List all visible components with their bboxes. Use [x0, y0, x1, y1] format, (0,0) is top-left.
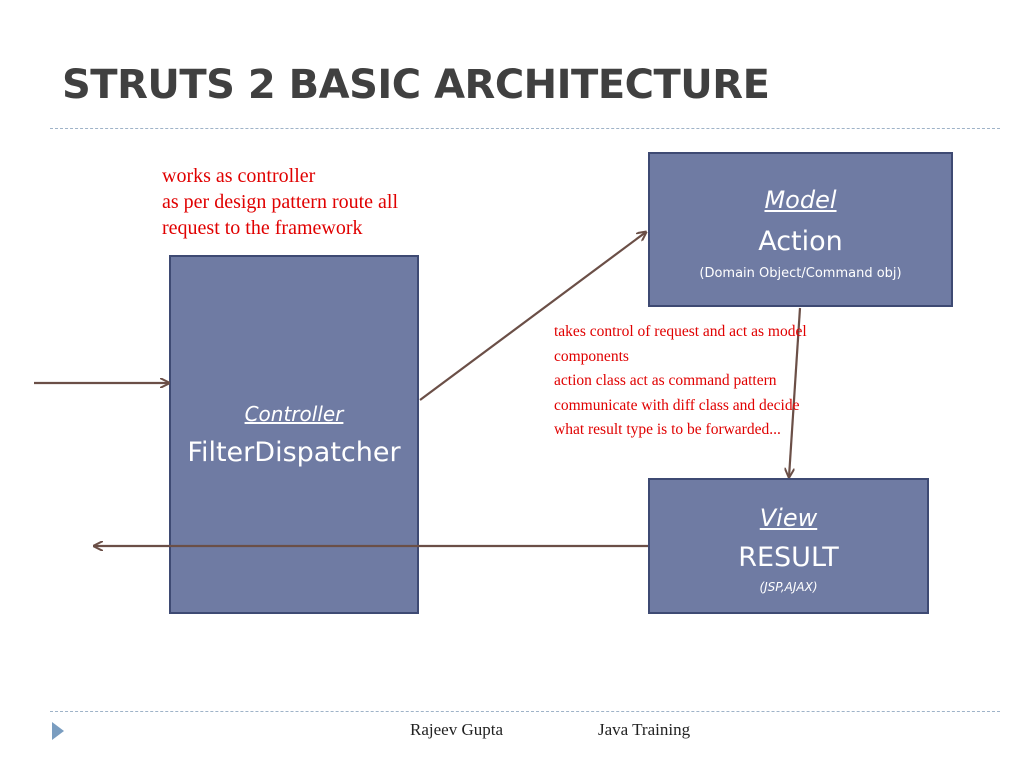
view-role-label: View: [759, 504, 818, 532]
model-role-label: Model: [764, 186, 837, 214]
model-to-view-arrow: [789, 307, 802, 477]
action-note: takes control of request and act as mode…: [554, 320, 807, 443]
action-note-line: takes control of request and act as mode…: [554, 323, 807, 340]
action-note-line: action class act as command pattern: [554, 372, 777, 389]
triangle-bullet-icon: [52, 722, 64, 740]
view-name-label: RESULT: [738, 542, 839, 573]
slide-title: STRUTS 2 BASIC ARCHITECTURE: [62, 62, 770, 108]
view-sub-label: (JSP,AJAX): [759, 580, 818, 594]
controller-role-label: Controller: [244, 402, 344, 426]
controller-note-line: works as controller: [162, 165, 316, 187]
model-name-label: Action: [758, 226, 843, 257]
footer-divider: [50, 711, 1000, 712]
action-note-line: what result type is to be forwarded...: [554, 421, 781, 438]
footer-course: Java Training: [598, 720, 691, 739]
footer-author: Rajeev Gupta: [410, 720, 503, 739]
controller-name-label: FilterDispatcher: [187, 437, 401, 468]
action-note-line: components: [554, 347, 629, 365]
controller-note-line: as per design pattern route all: [162, 191, 399, 213]
title-divider: [50, 128, 1000, 129]
controller-note-line: request to the framework: [162, 217, 363, 239]
action-note-line: communicate with diff class and decide: [554, 396, 800, 414]
model-box: Model Action (Domain Object/Command obj): [648, 152, 953, 307]
controller-box: Controller FilterDispatcher: [169, 255, 419, 614]
model-sub-label: (Domain Object/Command obj): [699, 266, 902, 281]
controller-note: works as controller as per design patter…: [162, 163, 398, 241]
view-box: View RESULT (JSP,AJAX): [648, 478, 929, 614]
controller-to-model-arrow: [419, 232, 646, 401]
